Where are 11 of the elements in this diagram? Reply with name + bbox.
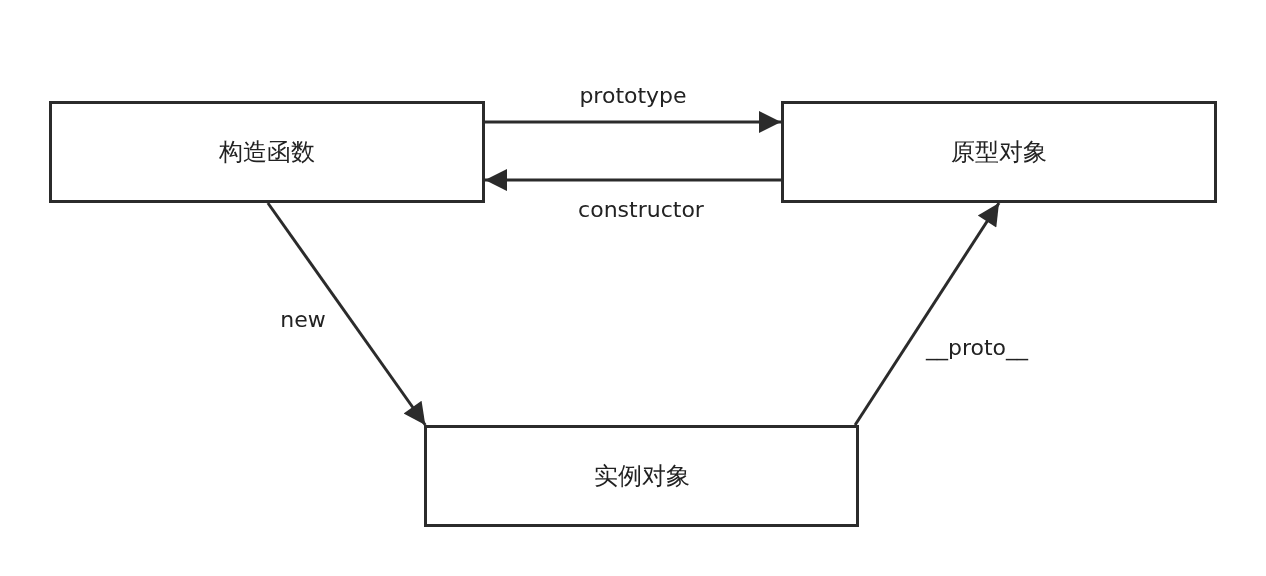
- arrow: [266, 202, 427, 426]
- process-box: 实例对象: [424, 425, 859, 527]
- arrow: [853, 202, 1001, 426]
- arrow: [485, 169, 781, 192]
- edge-label: new: [280, 306, 326, 332]
- arrow: [485, 111, 781, 133]
- process-box: 原型对象: [781, 101, 1217, 203]
- edge-label: constructor: [578, 196, 704, 222]
- process-box: 构造函数: [49, 101, 485, 203]
- edge-label: __proto__: [925, 334, 1029, 360]
- edge-label: prototype: [579, 82, 687, 108]
